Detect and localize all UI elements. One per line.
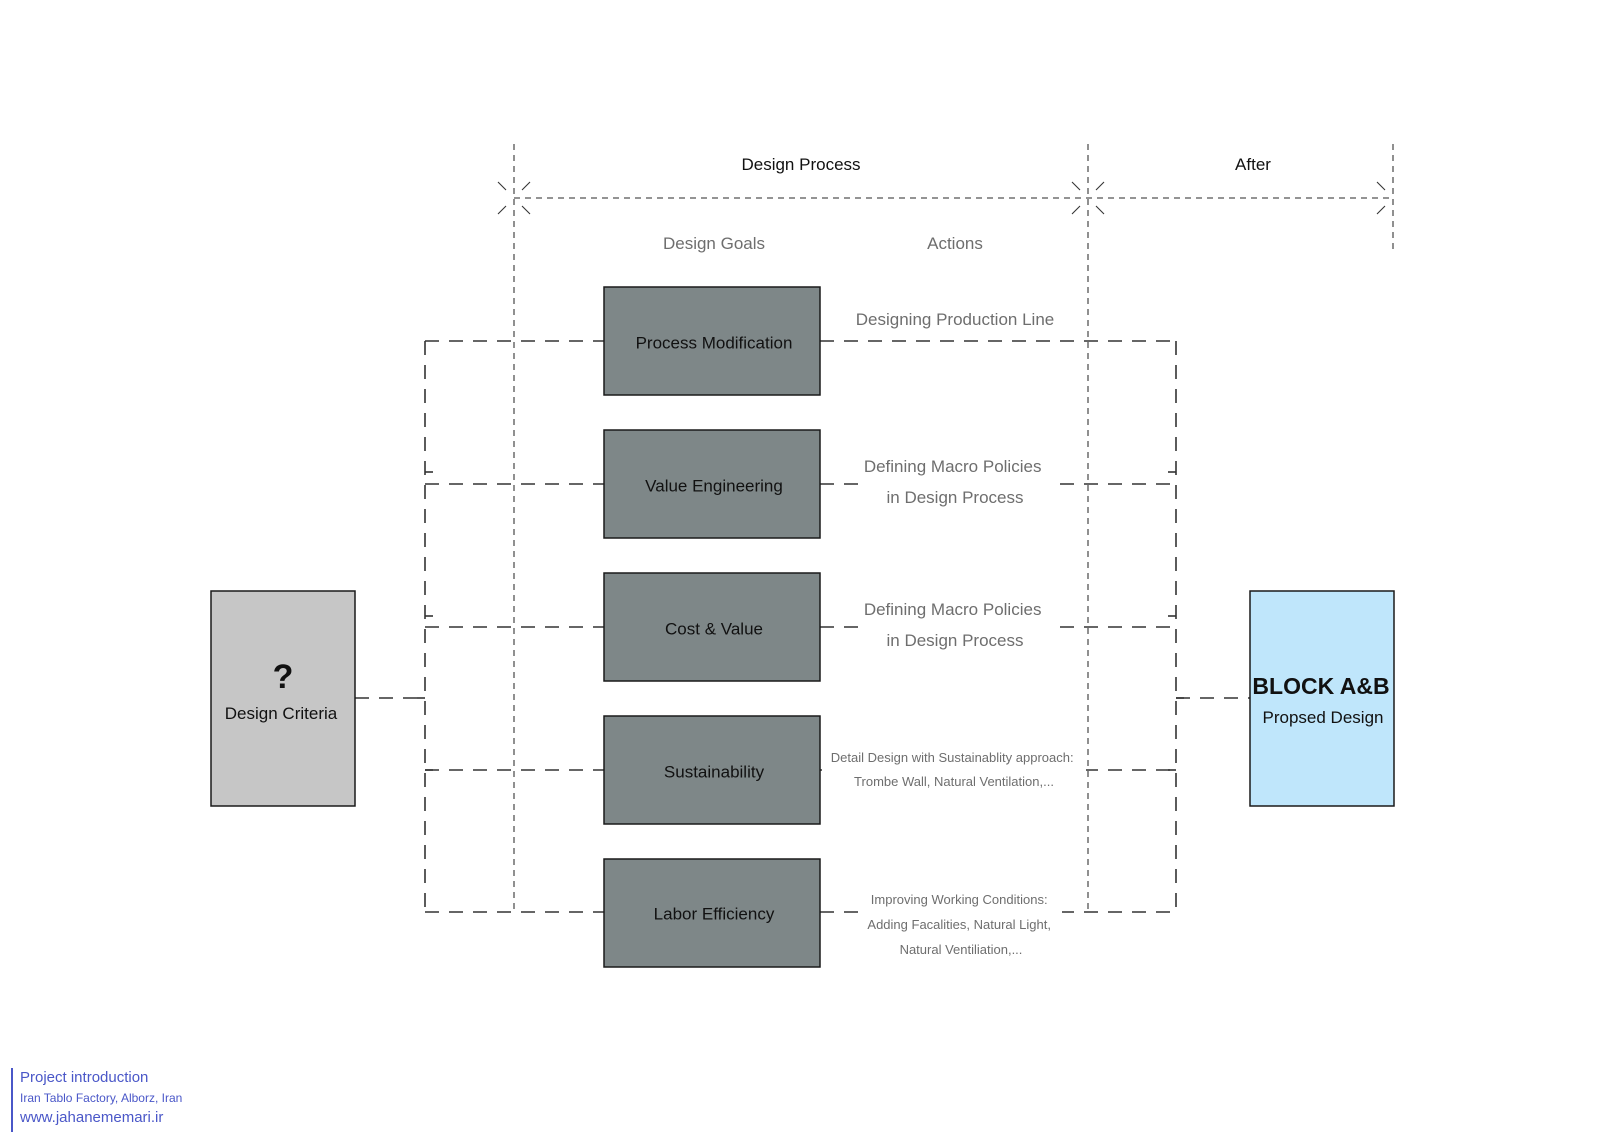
action-line: Defining Macro Policies <box>864 457 1042 476</box>
action-text-mask <box>822 748 1086 792</box>
action-text-row-5: Improving Working Conditions: Adding Fac… <box>867 892 1054 957</box>
footer-subtitle: Iran Tablo Factory, Alborz, Iran <box>20 1091 183 1105</box>
action-text-row-1: Designing Production Line <box>856 310 1054 329</box>
phase-label-after: After <box>1235 155 1271 174</box>
result-label: Propsed Design <box>1263 708 1384 727</box>
action-line: Defining Macro Policies <box>864 600 1042 619</box>
goal-label: Sustainability <box>664 762 765 781</box>
question-mark-icon: ? <box>273 658 294 696</box>
action-line: in Design Process <box>886 488 1023 507</box>
proposed-design-node: BLOCK A&B Propsed Design <box>1249 590 1395 807</box>
goal-node-sustainability: Sustainability <box>603 715 821 825</box>
goal-node-cost-value: Cost & Value <box>603 572 821 682</box>
action-line: in Design Process <box>886 631 1023 650</box>
goal-box <box>603 858 821 968</box>
criteria-box <box>210 590 356 807</box>
goal-box <box>603 429 821 539</box>
footer-website-link[interactable]: www.jahanememari.ir <box>20 1109 164 1126</box>
action-line: Adding Facalities, Natural Light, <box>867 917 1051 932</box>
result-box <box>1249 590 1395 807</box>
action-line: Natural Ventiliation,... <box>900 942 1023 957</box>
goal-box <box>603 715 821 825</box>
goal-box <box>603 572 821 682</box>
goal-box <box>603 286 821 396</box>
goal-label: Cost & Value <box>665 619 763 638</box>
action-text-mask <box>858 890 1062 962</box>
action-text-row-4: Detail Design with Sustainablity approac… <box>831 750 1077 789</box>
action-line: Detail Design with Sustainablity approac… <box>831 750 1074 765</box>
goal-label: Value Engineering <box>645 476 783 495</box>
goal-node-value-engineering: Value Engineering <box>603 429 821 539</box>
design-criteria-node: ? Design Criteria <box>210 590 356 807</box>
goal-label: Labor Efficiency <box>654 904 775 923</box>
phase-marker-start <box>497 181 531 215</box>
action-text-row-2: Defining Macro Policies in Design Proces… <box>864 457 1046 507</box>
action-line: Trombe Wall, Natural Ventilation,... <box>854 774 1054 789</box>
result-title: BLOCK A&B <box>1252 673 1389 699</box>
footer-title: Project introduction <box>20 1069 149 1086</box>
action-line: Designing Production Line <box>856 310 1054 329</box>
action-text-mask <box>860 596 1050 652</box>
action-line: Improving Working Conditions: <box>871 892 1048 907</box>
phase-label-design-process: Design Process <box>741 155 860 174</box>
phase-marker-end <box>1376 181 1386 215</box>
column-header-actions: Actions <box>927 234 983 253</box>
action-text-mask <box>852 308 1057 332</box>
criteria-label: Design Criteria <box>225 704 338 723</box>
footer-credit: Project introduction Iran Tablo Factory,… <box>11 1068 182 1132</box>
goal-node-process-modification: Process Modification <box>603 286 821 396</box>
action-text-mask <box>860 453 1050 509</box>
goal-node-labor-efficiency: Labor Efficiency <box>603 858 821 968</box>
goal-label: Process Modification <box>636 333 793 352</box>
action-text-row-3: Defining Macro Policies in Design Proces… <box>864 600 1046 650</box>
column-header-goals: Design Goals <box>663 234 765 253</box>
phase-marker-mid <box>1071 181 1105 215</box>
